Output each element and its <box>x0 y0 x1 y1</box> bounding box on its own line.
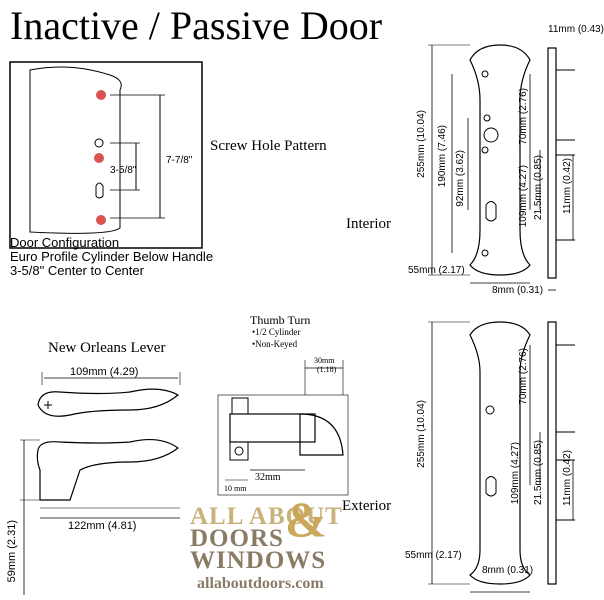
dim-exterior-21-5: 21.5mm (0.85) <box>533 440 544 506</box>
dim-exterior-70: 70mm (2.76) <box>518 348 529 405</box>
thumb-turn-knob <box>299 413 344 456</box>
interior-plate <box>469 44 531 276</box>
dim-interior-height: 255mm (10.04) <box>416 110 427 178</box>
interior-label: Interior <box>346 216 391 232</box>
dim-interior-width: 55mm (2.17) <box>408 265 465 276</box>
dim-interior-92: 92mm (3.62) <box>455 150 466 207</box>
thumbturn-bullet1: •1/2 Cylinder <box>252 327 301 337</box>
thumbturn-frame <box>217 394 349 496</box>
lever-side-view <box>36 438 180 501</box>
dim-interior-70: 70mm (2.76) <box>518 88 529 145</box>
screw-pattern-frame <box>9 61 203 249</box>
page-title: Inactive / Passive Door <box>10 3 383 48</box>
dim-interior-109: 109mm (4.27) <box>518 165 529 228</box>
exterior-plate <box>469 321 531 585</box>
logo-line3: WINDOWS <box>190 547 327 574</box>
dim-interior-depth: 8mm (0.31) <box>492 285 544 296</box>
logo-line2: DOORS <box>190 525 284 552</box>
screw-hole-bottom <box>96 215 106 225</box>
dim-lever-59: 59mm (2.31) <box>6 520 18 583</box>
lever-top-view <box>37 388 180 417</box>
dim-thumbturn-30-in: (1.18) <box>317 365 337 374</box>
dim-thumbturn-32: 32mm <box>255 472 281 483</box>
spindle-hole <box>94 138 104 148</box>
door-edge-outline <box>29 66 122 234</box>
dim-lever-109: 109mm (4.29) <box>70 366 139 378</box>
dim-3-5-8: 3-5/8" <box>110 165 137 176</box>
dim-exterior-depth: 8mm (0.31) <box>482 565 534 576</box>
dim-interior-11: 11mm (0.42) <box>562 158 573 214</box>
door-config-line3: 3-5/8" Center to Center <box>10 263 144 278</box>
dim-lever-122: 122mm (4.81) <box>68 520 137 532</box>
dim-interior-190: 190mm (7.46) <box>437 125 448 188</box>
dim-exterior-11: 11mm (0.42) <box>562 450 573 506</box>
logo-url: allaboutdoors.com <box>197 575 324 592</box>
cylinder-body <box>229 413 316 443</box>
dim-interior-top-width: 11mm (0.43) <box>548 24 604 35</box>
exterior-label: Exterior <box>342 498 392 514</box>
thumbturn-bullet2: •Non-Keyed <box>252 339 298 349</box>
dim-exterior-109: 109mm (4.27) <box>510 442 521 505</box>
door-config-line2: Euro Profile Cylinder Below Handle <box>10 249 214 264</box>
dim-exterior-height: 255mm (10.04) <box>416 400 427 468</box>
door-configuration: Door Configuration Euro Profile Cylinder… <box>10 236 213 278</box>
exterior-plate-side <box>547 321 557 585</box>
screw-hole-mid <box>94 153 104 163</box>
lever-caption: New Orleans Lever <box>48 340 166 356</box>
thumbturn-caption: Thumb Turn <box>250 313 311 327</box>
dim-7-7-8: 7-7/8" <box>166 155 193 166</box>
interior-plate-side <box>547 47 557 279</box>
door-config-line1: Door Configuration <box>10 235 120 250</box>
dim-thumbturn-30: 30mm <box>314 356 335 365</box>
screw-pattern-caption: Screw Hole Pattern <box>210 138 327 154</box>
dim-exterior-width: 55mm (2.17) <box>405 550 462 561</box>
screw-hole-top <box>96 90 106 100</box>
dim-thumbturn-10: 10 mm <box>224 484 247 493</box>
logo-ampersand: & <box>285 491 327 547</box>
logo-line1: ALL ABOUT <box>190 503 343 530</box>
cylinder-hole <box>95 182 104 199</box>
dim-interior-21-5: 21.5mm (0.85) <box>533 155 544 221</box>
